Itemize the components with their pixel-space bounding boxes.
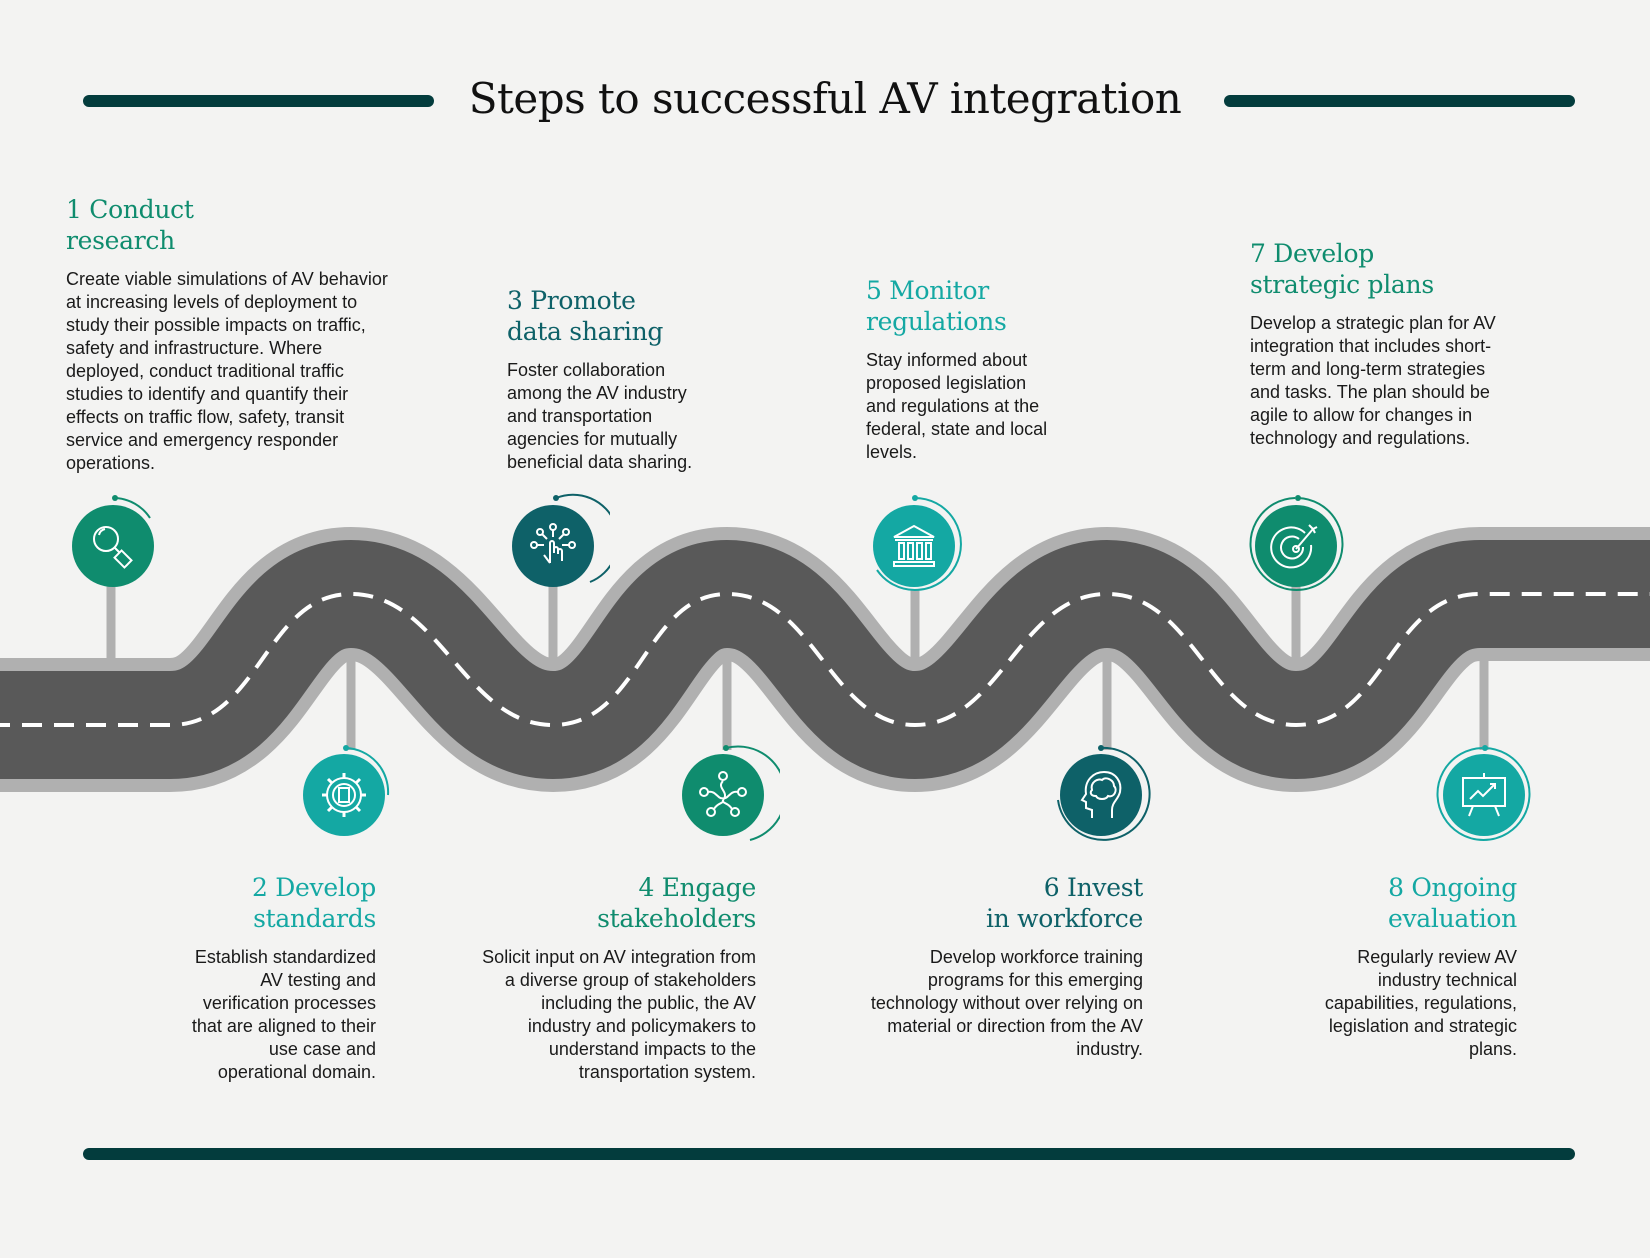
people-network-icon — [699, 771, 747, 817]
step-8-ring — [1436, 745, 1531, 841]
step-4-ring — [723, 745, 780, 841]
step-4-description: Solicit input on AV integration from a d… — [482, 947, 756, 1082]
gear-wrench-icon — [322, 773, 366, 817]
touch-network-icon — [530, 523, 576, 564]
road-lane-markings — [0, 591, 1650, 728]
step-1-pin — [72, 505, 154, 587]
step-5-pin — [873, 505, 955, 587]
step-7-pin — [1255, 505, 1337, 587]
step-1-ring — [112, 495, 151, 519]
presentation-chart-icon — [1462, 773, 1506, 817]
step-6-ring — [1057, 745, 1151, 841]
bottom-rule — [83, 1148, 1575, 1160]
title-rule-right — [1224, 95, 1575, 107]
step-2-description: Establish standardized AV testing and ve… — [191, 947, 376, 1082]
step-4-title: 4 Engage stakeholders — [597, 873, 756, 933]
step-1-description: Create viable simulations of AV behavior… — [66, 269, 388, 473]
step-7-ring — [1249, 495, 1344, 591]
step-8-pin — [1443, 754, 1525, 836]
page-title: Steps to successful AV integration — [468, 74, 1182, 123]
step-3-ring — [553, 493, 610, 583]
step-2-ring — [343, 745, 390, 796]
step-3-description: Foster collaboration among the AV indust… — [507, 360, 693, 472]
step-6-description: Develop workforce training programs for … — [870, 947, 1143, 1059]
step-5-description: Stay informed about proposed legislation… — [866, 350, 1048, 462]
target-arrow-icon — [1270, 524, 1318, 569]
road-surface — [0, 539, 1650, 780]
step-6-pin — [1060, 754, 1142, 836]
step-4: 4 Engage stakeholders Solicit input on A… — [480, 872, 756, 1084]
step-5-ring — [876, 495, 962, 591]
magnifier-icon — [93, 526, 133, 569]
head-brain-icon — [1080, 770, 1122, 818]
step-2-pin — [303, 754, 385, 836]
title-rule-left — [83, 95, 434, 107]
step-3-pin — [512, 505, 594, 587]
step-4-pin — [682, 754, 764, 836]
government-building-icon — [893, 524, 935, 567]
step-7-description: Develop a strategic plan for AV integrat… — [1250, 313, 1496, 448]
step-8-description: Regularly review AV industry technical c… — [1324, 947, 1517, 1059]
